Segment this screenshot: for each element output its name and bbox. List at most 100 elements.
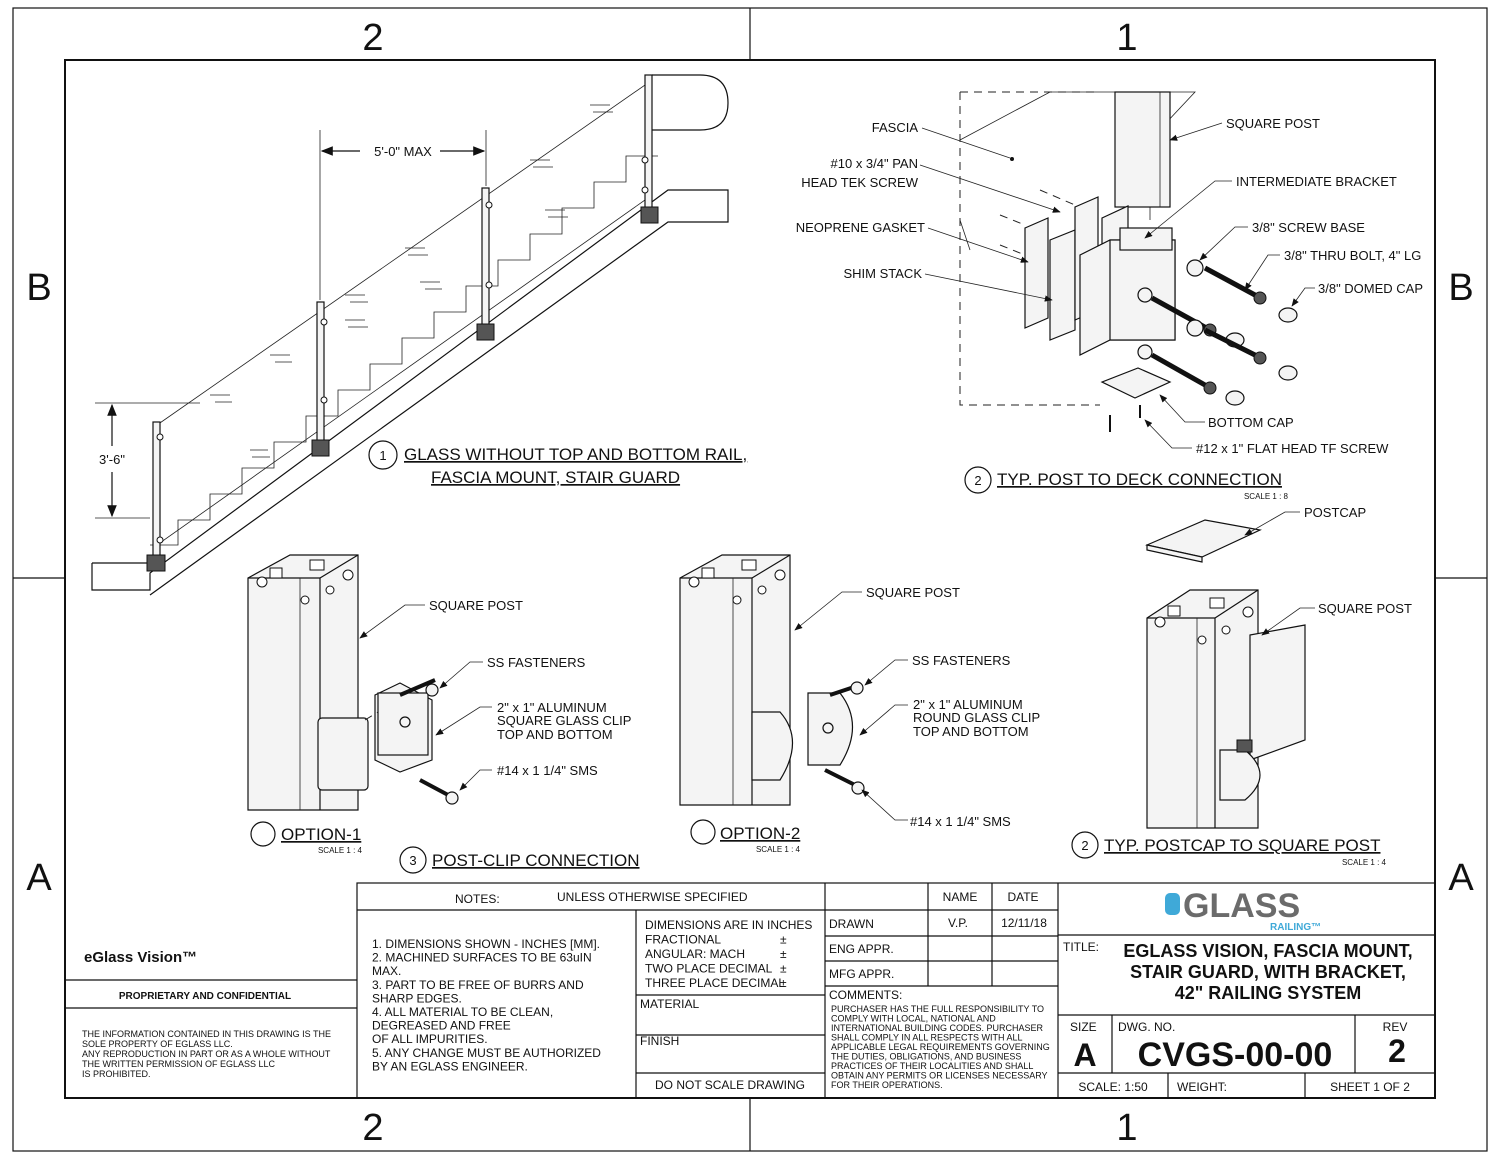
zone-top-2: 2 [362, 17, 383, 59]
opt1-label-sms: #14 x 1 1/4" SMS [497, 763, 598, 778]
note-line: 3. PART TO BE FREE OF BURRS AND [372, 978, 584, 992]
tolerance-line: ANGULAR: MACH [645, 947, 745, 961]
label-bottom-cap: BOTTOM CAP [1208, 415, 1294, 430]
label-screw-2: HEAD TEK SCREW [801, 175, 919, 190]
opt2-label-fasteners: SS FASTENERS [912, 653, 1011, 668]
note-line: BY AN EGLASS ENGINEER. [372, 1059, 528, 1073]
label-screw-1: #10 x 3/4" PAN [831, 156, 918, 171]
notes-sub: UNLESS OTHERWISE SPECIFIED [557, 890, 748, 904]
view4-title: TYP. POSTCAP TO SQUARE POST [1104, 836, 1381, 855]
size-header: SIZE [1070, 1020, 1097, 1034]
label-thru-bolt: 3/8" THRU BOLT, 4" LG [1284, 248, 1421, 263]
label-square-post-deck: SQUARE POST [1226, 116, 1320, 131]
dwg-number: CVGS-00-00 [1138, 1036, 1333, 1074]
logo-main: GLASS [1183, 887, 1300, 925]
tolerance-sign: ± [780, 976, 787, 990]
comment-line: SHALL COMPLY IN ALL RESPECTS WITH ALL [831, 1033, 1023, 1043]
mfg-appr-label: MFG APPR. [829, 967, 894, 981]
view3-title: POST-CLIP CONNECTION [432, 851, 640, 870]
title-line: 42" RAILING SYSTEM [1175, 983, 1362, 1003]
comment-line: FOR THEIR OPERATIONS. [831, 1080, 943, 1090]
view4-number: 2 [1081, 838, 1088, 853]
label-domed-cap: 3/8" DOMED CAP [1318, 281, 1423, 296]
tolerance-line: TWO PLACE DECIMAL [645, 962, 773, 976]
legal-line: THE INFORMATION CONTAINED IN THIS DRAWIN… [82, 1029, 331, 1039]
label-flat-screw: #12 x 1" FLAT HEAD TF SCREW [1196, 441, 1389, 456]
sheet-value: SHEET 1 OF 2 [1330, 1080, 1410, 1094]
view2-title: TYP. POST TO DECK CONNECTION [997, 470, 1282, 489]
view2-number: 2 [974, 473, 981, 488]
zone-bottom-1: 1 [1116, 1107, 1137, 1149]
postcap-view: POSTCAP SQUARE POST 2 TYP. POSTCAP TO SQ… [1071, 505, 1412, 867]
zone-left-b: B [26, 267, 51, 309]
tolerance-sign: ± [780, 933, 787, 947]
rev-value: 2 [1388, 1033, 1406, 1069]
label-shim: SHIM STACK [844, 266, 923, 281]
rev-header: REV [1383, 1020, 1408, 1034]
note-line: SHARP EDGES. [372, 991, 462, 1005]
drawn-name: V.P. [948, 916, 968, 930]
comments-header: COMMENTS: [829, 988, 902, 1002]
no-scale-label: DO NOT SCALE DRAWING [655, 1078, 805, 1092]
post-to-deck-view: FASCIA #10 x 3/4" PAN HEAD TEK SCREW NEO… [796, 91, 1423, 501]
opt1-label-fasteners: SS FASTENERS [487, 655, 586, 670]
eng-appr-label: ENG APPR. [829, 942, 894, 956]
note-line: OF ALL IMPURITIES. [372, 1032, 488, 1046]
eglass-logo: GLASS RAILING™ [1165, 887, 1321, 933]
date-header: DATE [1007, 890, 1038, 904]
title-line: EGLASS VISION, FASCIA MOUNT, [1123, 941, 1412, 961]
notes-header: NOTES: [455, 892, 500, 906]
opt1-label-post: SQUARE POST [429, 598, 523, 613]
tolerance-line: FRACTIONAL [645, 933, 721, 947]
opt2-label-post: SQUARE POST [866, 585, 960, 600]
option2-view: SQUARE POST SS FASTENERS 2" x 1" ALUMINU… [679, 554, 1040, 854]
size-value: A [1073, 1037, 1096, 1073]
product-name: eGlass Vision™ [84, 949, 197, 966]
opt1-scale: SCALE 1 : 4 [318, 846, 363, 855]
tolerance-line: DIMENSIONS ARE IN INCHES [645, 918, 812, 932]
label-square-post-cap: SQUARE POST [1318, 601, 1412, 616]
opt1-label-clip-1: 2" x 1" ALUMINUM [497, 700, 607, 715]
label-screw-base: 3/8" SCREW BASE [1252, 220, 1365, 235]
opt2-scale: SCALE 1 : 4 [756, 845, 801, 854]
proprietary-label: PROPRIETARY AND CONFIDENTIAL [119, 991, 291, 1002]
comment-line: THE DUTIES, OBLIGATIONS, AND BUSINESS [831, 1052, 1021, 1062]
opt2-label-clip-1: 2" x 1" ALUMINUM [913, 697, 1023, 712]
note-line: 1. DIMENSIONS SHOWN - INCHES [MM]. [372, 937, 600, 951]
comment-line: PURCHASER HAS THE FULL RESPONSIBILITY TO [831, 1004, 1044, 1014]
finish-label: FINISH [640, 1034, 679, 1048]
drawn-label: DRAWN [829, 917, 874, 931]
name-header: NAME [943, 890, 978, 904]
comment-line: APPLICABLE LEGAL REQUIREMENTS GOVERNING [831, 1042, 1050, 1052]
comment-line: PRACTICES OF THEIR LOCALITIES AND SHALL [831, 1061, 1033, 1071]
title-line: STAIR GUARD, WITH BRACKET, [1130, 962, 1406, 982]
view1-title-line2: FASCIA MOUNT, STAIR GUARD [431, 468, 680, 487]
label-fascia: FASCIA [872, 120, 919, 135]
dim-spacing: 5'-0" MAX [374, 144, 432, 159]
note-line: MAX. [372, 964, 401, 978]
dim-height: 3'-6" [99, 452, 125, 467]
opt1-label-clip-2: SQUARE GLASS CLIP [497, 713, 631, 728]
opt1-title: OPTION-1 [281, 825, 361, 844]
comment-line: COMPLY WITH LOCAL, NATIONAL AND [831, 1014, 996, 1024]
opt1-label-clip-3: TOP AND BOTTOM [497, 727, 613, 742]
opt2-label-clip-2: ROUND GLASS CLIP [913, 710, 1040, 725]
opt2-title: OPTION-2 [720, 824, 800, 843]
tolerance-sign: ± [780, 962, 787, 976]
view1-title-line1: GLASS WITHOUT TOP AND BOTTOM RAIL, [404, 445, 747, 464]
zone-right-a: A [1448, 857, 1474, 899]
label-gasket: NEOPRENE GASKET [796, 220, 925, 235]
stair-guard-view: 5'-0" MAX 3'-6" 1 GLASS WITHOUT TOP AND … [91, 74, 747, 596]
zone-bottom-2: 2 [362, 1107, 383, 1149]
note-line: DEGREASED AND FREE [372, 1019, 511, 1033]
comment-line: INTERNATIONAL BUILDING CODES. PURCHASER [831, 1023, 1044, 1033]
title-header: TITLE: [1063, 940, 1099, 954]
zone-left-a: A [26, 857, 52, 899]
weight-label: WEIGHT: [1177, 1080, 1227, 1094]
legal-line: ANY REPRODUCTION IN PART OR AS A WHOLE W… [82, 1049, 331, 1059]
view2-scale: SCALE 1 : 8 [1244, 492, 1289, 501]
label-intermediate-bracket: INTERMEDIATE BRACKET [1236, 174, 1397, 189]
legal-line: SOLE PROPERTY OF EGLASS LLC. [82, 1039, 233, 1049]
view4-scale: SCALE 1 : 4 [1342, 858, 1387, 867]
